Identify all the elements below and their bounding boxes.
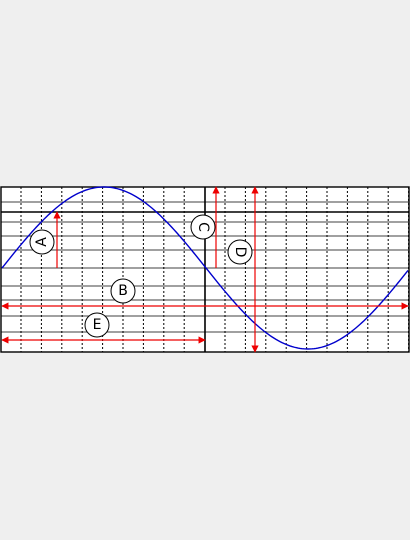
label-d-text: D <box>232 247 248 258</box>
sine-wave <box>1 186 409 350</box>
label-a-text: A <box>34 237 50 247</box>
label-e: E <box>84 312 110 338</box>
label-b-text: B <box>118 283 128 299</box>
label-c: C <box>190 214 216 240</box>
label-a: A <box>29 229 55 255</box>
label-b: B <box>110 278 136 304</box>
label-c-text: C <box>195 222 211 232</box>
label-d: D <box>227 239 253 265</box>
grid-border <box>0 186 410 353</box>
label-e-text: E <box>93 317 102 333</box>
